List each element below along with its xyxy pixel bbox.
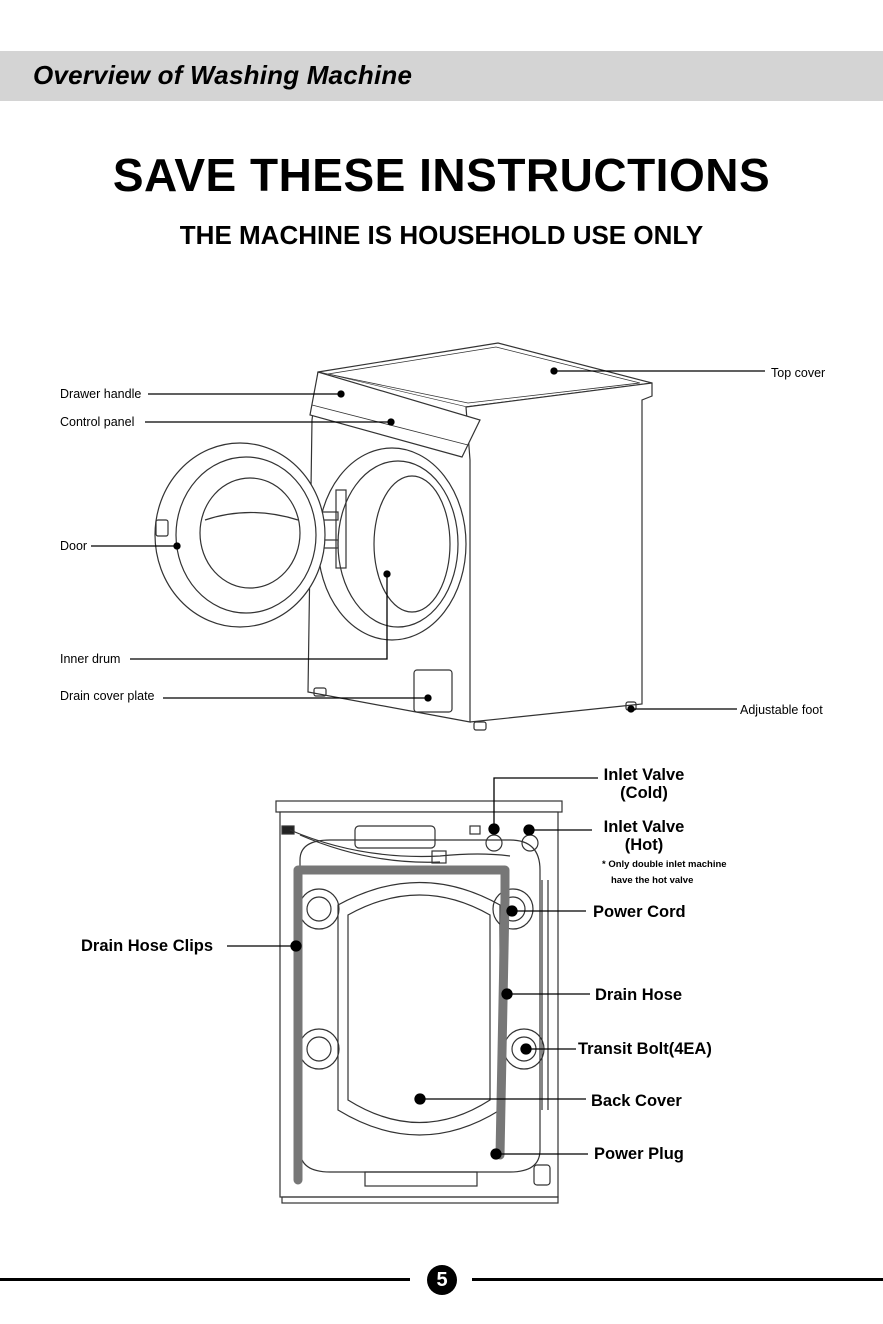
page-header-title: Overview of Washing Machine	[33, 60, 413, 90]
label-transit-bolt: Transit Bolt(4EA)	[578, 1040, 712, 1058]
label-control-panel: Control panel	[60, 415, 135, 429]
label-drain-hose: Drain Hose	[595, 986, 683, 1004]
label-adjustable-foot: Adjustable foot	[740, 703, 823, 717]
label-door: Door	[60, 539, 88, 553]
main-subtitle: THE MACHINE IS HOUSEHOLD USE ONLY	[179, 220, 704, 250]
drain-hose-illustration	[293, 865, 510, 1185]
hot-valve-note-line2: have the hot valve	[611, 875, 694, 886]
hot-valve-note-line1: * Only double inlet machine	[602, 859, 727, 870]
footer-rule-left	[0, 1278, 410, 1281]
back-view-leader-lines	[227, 777, 598, 1160]
label-back-cover: Back Cover	[591, 1092, 682, 1110]
label-inlet-valve-hot-line2: (Hot)	[624, 836, 664, 854]
label-inner-drum: Inner drum	[60, 652, 121, 666]
back-view-illustration	[275, 800, 563, 1204]
label-top-cover: Top cover	[771, 366, 826, 380]
footer-rule-right	[472, 1278, 883, 1281]
power-cord-illustration	[289, 829, 511, 863]
label-power-plug: Power Plug	[594, 1145, 684, 1163]
header-band	[0, 51, 883, 101]
main-title: SAVE THESE INSTRUCTIONS	[112, 149, 771, 201]
front-view-leader-lines	[91, 367, 765, 713]
front-view-illustration	[154, 342, 653, 731]
label-drain-hose-clips: Drain Hose Clips	[81, 937, 214, 955]
page-number: 5	[427, 1265, 457, 1295]
label-power-cord: Power Cord	[593, 903, 686, 921]
label-inlet-valve-cold-line1: Inlet Valve	[603, 766, 685, 784]
label-drawer-handle: Drawer handle	[60, 387, 142, 401]
label-inlet-valve-hot-line1: Inlet Valve	[603, 818, 685, 836]
label-inlet-valve-cold-line2: (Cold)	[620, 784, 668, 802]
label-drain-cover-plate: Drain cover plate	[60, 689, 155, 703]
